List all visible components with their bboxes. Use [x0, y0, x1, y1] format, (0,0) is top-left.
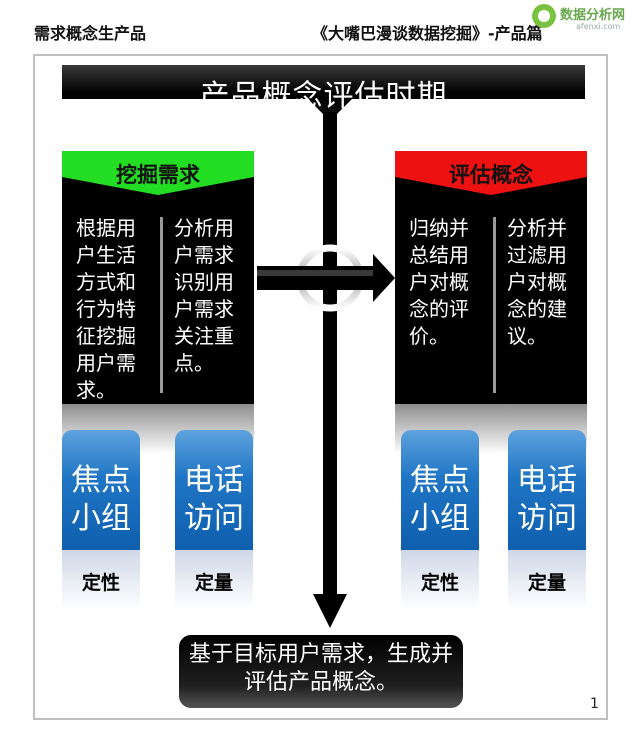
right-panel: 评估概念 归纳并总结用户对概念的评价。 分析并过滤用户对概念的建议。: [395, 151, 587, 404]
header-left-title: 需求概念生产品: [34, 24, 147, 43]
left-panel-col2: 分析用户需求识别用户需求关注重点。: [174, 216, 234, 375]
left-panel: 挖掘需求 根据用户生活方式和行为特征挖掘用户需求。 分析用户需求识别用户需求关注…: [62, 151, 254, 404]
right-panel-col1: 归纳并总结用户对概念的评价。: [409, 216, 469, 348]
method-label: 电话访问: [517, 463, 577, 536]
left-panel-header-shape: [62, 151, 254, 195]
method-card-focus-group-right: 焦点小组: [401, 430, 479, 550]
left-panel-divider: [160, 217, 163, 393]
banner-shape: [62, 65, 585, 121]
right-panel-header: 评估概念: [395, 151, 587, 199]
brand-logo: 数据分析网 afenxi.com: [532, 2, 632, 36]
method-type: 定性: [81, 572, 120, 594]
method-card-phone-right: 电话访问: [508, 430, 586, 550]
left-panel-col1: 根据用户生活方式和行为特征挖掘用户需求。: [76, 216, 136, 402]
right-arrow: [257, 244, 395, 312]
brand-icon: [532, 4, 556, 28]
brand-name: 数据分析网: [560, 8, 626, 23]
method-type-box: 定量: [175, 550, 253, 610]
brand-url: afenxi.com: [576, 22, 621, 31]
slide-frame: [33, 54, 608, 720]
right-panel-col2: 分析并过滤用户对概念的建议。: [507, 216, 567, 348]
down-arrow-spine: [313, 112, 347, 628]
method-label: 电话访问: [184, 463, 244, 536]
method-label: 焦点小组: [71, 463, 131, 536]
summary-box: 基于目标用户需求，生成并评估产品概念。: [179, 635, 463, 708]
page-number: 1: [590, 696, 599, 712]
method-type-box: 定性: [62, 550, 140, 610]
method-type: 定量: [194, 572, 233, 594]
method-type-box: 定性: [401, 550, 479, 610]
summary-text: 基于目标用户需求，生成并评估产品概念。: [189, 642, 454, 695]
right-panel-divider: [493, 217, 496, 393]
method-card-phone-left: 电话访问: [175, 430, 253, 550]
method-type-box: 定量: [508, 550, 586, 610]
header-right-title: 《大嘴巴漫谈数据挖掘》-产品篇: [312, 24, 543, 43]
banner-title: 产品概念评估时期: [199, 79, 448, 114]
method-label: 焦点小组: [410, 463, 470, 536]
left-panel-header: 挖掘需求: [62, 151, 254, 199]
title-banner: 产品概念评估时期: [62, 65, 585, 121]
right-panel-header-shape: [395, 151, 587, 195]
method-type: 定量: [527, 572, 566, 594]
right-panel-heading: 评估概念: [449, 163, 533, 187]
method-card-focus-group-left: 焦点小组: [62, 430, 140, 550]
method-type: 定性: [420, 572, 459, 594]
left-panel-heading: 挖掘需求: [116, 163, 200, 187]
